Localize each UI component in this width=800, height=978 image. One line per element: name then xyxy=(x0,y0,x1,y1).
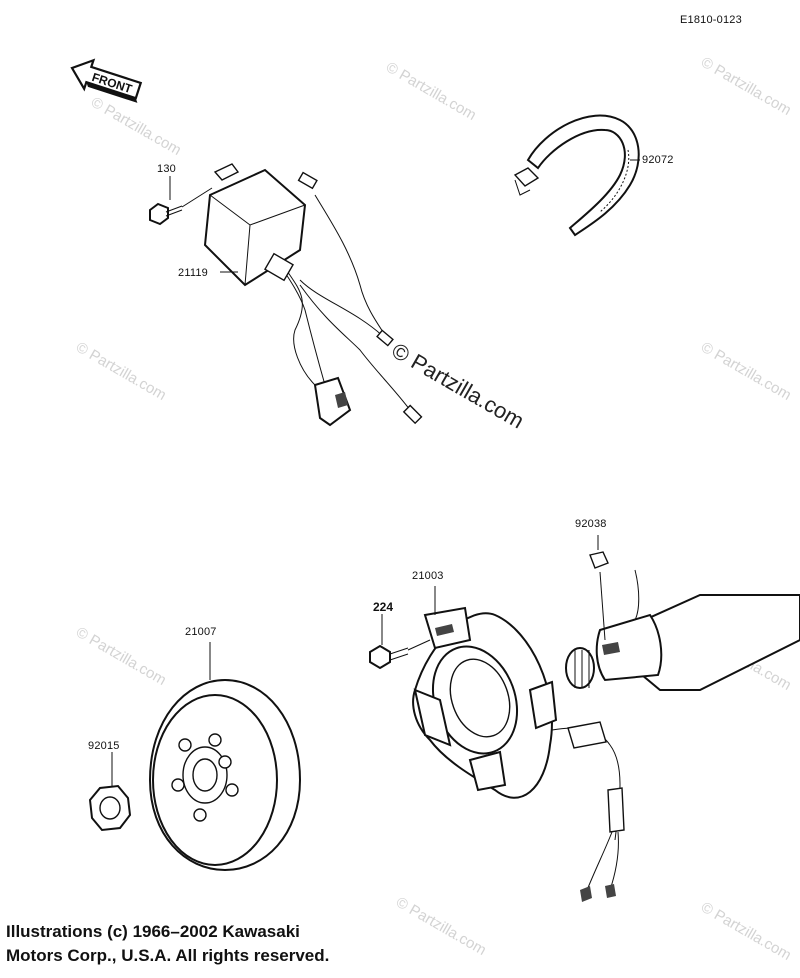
cdi-unit-21119 xyxy=(203,163,423,427)
flywheel-21007 xyxy=(148,678,302,872)
part-label-92038: 92038 xyxy=(575,518,607,530)
key-92038 xyxy=(589,535,609,641)
watermark: © Partzilla.com xyxy=(383,59,479,124)
copyright-line-2: Motors Corp., U.S.A. All rights reserved… xyxy=(6,946,330,965)
watermark: © Partzilla.com xyxy=(698,339,794,404)
stator-21003 xyxy=(412,606,625,902)
part-label-224: 224 xyxy=(373,600,393,614)
watermark: © Partzilla.com xyxy=(698,54,794,119)
part-label-92072: 92072 xyxy=(642,154,674,166)
nut-92015 xyxy=(88,752,132,832)
screw-224 xyxy=(369,614,431,670)
part-label-92015: 92015 xyxy=(88,740,120,752)
band-92072 xyxy=(513,114,640,237)
watermark-main: © Partzilla.com xyxy=(388,338,529,434)
part-label-130: 130 xyxy=(157,163,176,175)
part-label-21007: 21007 xyxy=(185,626,217,638)
bolt-130 xyxy=(149,176,213,226)
diagram-code: E1810-0123 xyxy=(680,14,742,26)
front-arrow: FRONT xyxy=(70,58,143,103)
part-label-21119: 21119 xyxy=(178,267,208,279)
part-label-21003: 21003 xyxy=(412,570,444,582)
watermark: © Partzilla.com xyxy=(88,94,184,159)
watermark: © Partzilla.com xyxy=(73,624,169,689)
watermark: © Partzilla.com xyxy=(698,899,794,964)
watermark: © Partzilla.com xyxy=(73,339,169,404)
copyright-line-1: Illustrations (c) 1966–2002 Kawasaki xyxy=(6,922,300,941)
crankshaft xyxy=(565,569,800,691)
copyright-notice: Illustrations (c) 1966–2002 Kawasaki Mot… xyxy=(6,920,426,968)
